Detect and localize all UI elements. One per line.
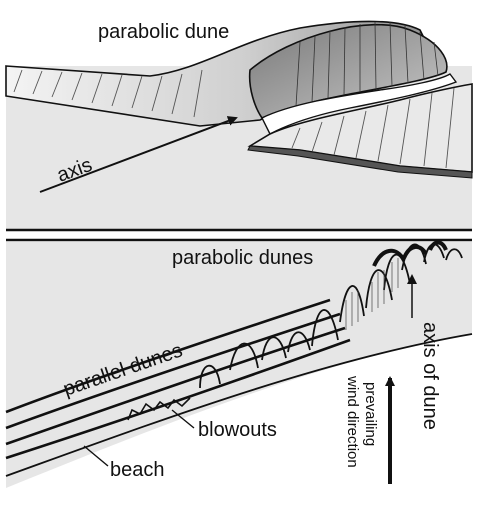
beach-leader [83,445,109,467]
blowouts [127,397,191,421]
wind-label-line1: prevailing [362,382,379,446]
top-title: parabolic dune [98,21,229,43]
right-arm-hatch [291,87,455,169]
parallel-dune-lines [5,298,473,477]
crest-slip-face-lines [295,21,439,107]
beach-area [6,334,472,506]
parabolic-crests [372,240,448,267]
parabolic-dunes-label: parabolic dunes [172,247,313,269]
parabolic-dunes-cluster [199,243,463,389]
top-panel: parabolic dune axis [5,6,473,232]
inner-ridge [261,73,458,135]
right-dune-arm [247,83,473,173]
blowouts-leader [171,409,195,429]
beach-label: beach [110,459,165,481]
wind-label-line2: wind direction [344,375,361,468]
axis-arrow [39,116,238,193]
axis-of-dune-label: axis of dune [419,322,441,430]
bottom-panel: parabolic dunes parallel dunes blowouts … [5,238,473,506]
dune-hatching [345,258,399,330]
right-arm-lip [247,145,473,179]
left-arm-hatch [13,69,203,118]
blowouts-label: blowouts [198,419,277,441]
